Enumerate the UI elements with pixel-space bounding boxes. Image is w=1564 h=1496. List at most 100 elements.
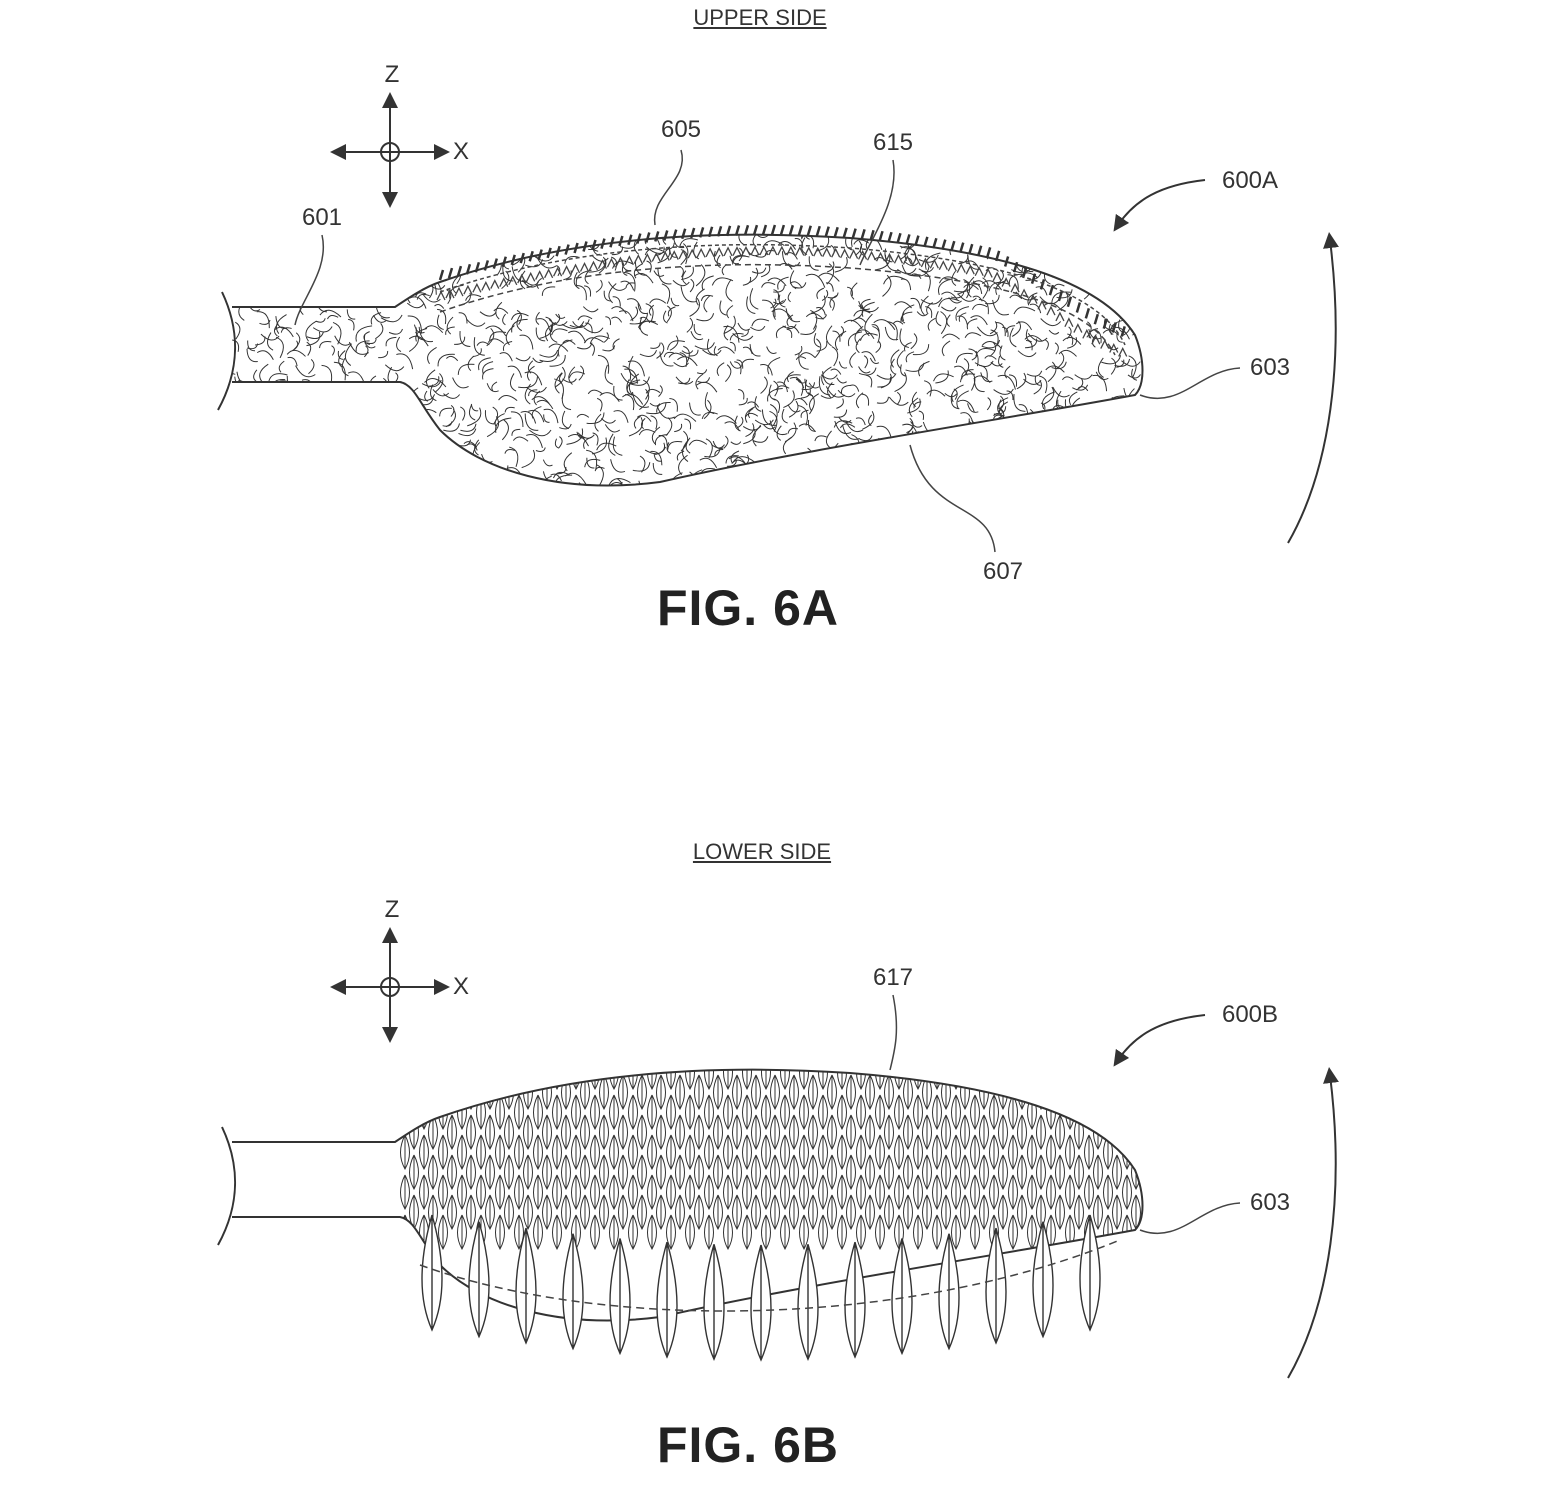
fiber	[612, 436, 623, 456]
fiber	[597, 354, 610, 374]
fiber	[554, 372, 563, 394]
fiber	[689, 278, 695, 293]
fiber	[1039, 296, 1059, 305]
barb	[842, 227, 848, 239]
fiber	[555, 366, 566, 388]
feather	[761, 1069, 771, 1091]
fiber	[840, 384, 852, 394]
barb	[564, 244, 570, 255]
hook	[911, 256, 921, 266]
barb	[985, 247, 992, 258]
fiber	[337, 296, 347, 303]
fiber	[1108, 259, 1119, 276]
fiber	[608, 281, 626, 291]
fiber	[1123, 469, 1130, 480]
feather	[552, 1174, 562, 1211]
fiber	[373, 315, 387, 323]
fiber	[371, 430, 383, 435]
barb	[752, 224, 759, 236]
fiber	[425, 369, 436, 389]
fiber-texture	[232, 234, 1143, 508]
feather	[1008, 1069, 1018, 1091]
fiber	[1134, 267, 1143, 275]
feather	[884, 1114, 894, 1151]
fiber	[787, 427, 799, 434]
barb	[833, 226, 839, 238]
hook	[1010, 282, 1020, 293]
fiber	[394, 288, 408, 300]
fiber	[815, 468, 833, 479]
fiber	[714, 478, 734, 486]
fiber	[331, 345, 335, 356]
feather	[903, 1114, 913, 1151]
fiber	[445, 326, 455, 335]
feather	[675, 1154, 685, 1191]
leader-603	[1139, 367, 1241, 400]
fiber	[1112, 282, 1123, 296]
barb	[851, 228, 857, 239]
hook	[768, 245, 778, 256]
fiber	[1076, 261, 1088, 267]
fiber	[620, 280, 635, 291]
fiber	[486, 383, 499, 393]
leader-615	[859, 159, 895, 266]
fiber	[516, 309, 522, 325]
fiber	[365, 255, 383, 265]
barb	[761, 224, 768, 236]
feather	[447, 1074, 457, 1111]
barb	[537, 249, 543, 260]
fiber	[497, 245, 515, 257]
fiber	[831, 466, 852, 479]
fiber	[318, 442, 326, 455]
fiber	[391, 468, 399, 486]
hook	[624, 255, 634, 266]
fiber	[353, 400, 365, 418]
barb	[968, 243, 974, 255]
fiber	[315, 318, 326, 323]
fiber	[960, 488, 971, 508]
fiber	[1056, 352, 1065, 369]
barb	[1084, 308, 1091, 319]
fiber	[381, 402, 394, 416]
fiber	[775, 325, 787, 339]
fiber	[375, 275, 388, 280]
feather	[780, 1134, 790, 1171]
fiber	[856, 329, 875, 339]
feather	[818, 1069, 828, 1091]
ref-607: 607	[982, 558, 1024, 585]
feather	[628, 1174, 638, 1211]
fiber	[1117, 257, 1126, 272]
fiber	[417, 448, 434, 463]
fiber	[829, 464, 837, 476]
barb	[465, 263, 472, 275]
fiber	[584, 270, 589, 285]
fiber	[1116, 359, 1125, 368]
feather	[1027, 1174, 1037, 1211]
fiber	[1062, 337, 1082, 345]
feather	[447, 1114, 457, 1151]
feather	[533, 1214, 543, 1251]
fiber	[997, 430, 1018, 438]
fiber	[256, 350, 274, 361]
fiber	[954, 471, 967, 478]
feather	[609, 1134, 619, 1171]
fiber	[490, 241, 501, 261]
feather	[1017, 1114, 1027, 1151]
fiber	[600, 418, 616, 424]
hook	[561, 265, 572, 275]
feather	[485, 1194, 495, 1231]
fiber	[975, 347, 996, 357]
feather	[561, 1114, 571, 1151]
fiber	[442, 261, 459, 267]
fiber	[563, 270, 572, 281]
fiber	[982, 469, 989, 486]
fiber	[278, 434, 301, 445]
fiber	[926, 302, 934, 315]
fiber	[1017, 350, 1037, 358]
feather	[960, 1114, 970, 1151]
fiber	[1075, 482, 1081, 486]
fiber	[610, 459, 626, 473]
fiber	[978, 434, 999, 447]
fiber	[854, 325, 864, 345]
fiber	[766, 346, 777, 354]
